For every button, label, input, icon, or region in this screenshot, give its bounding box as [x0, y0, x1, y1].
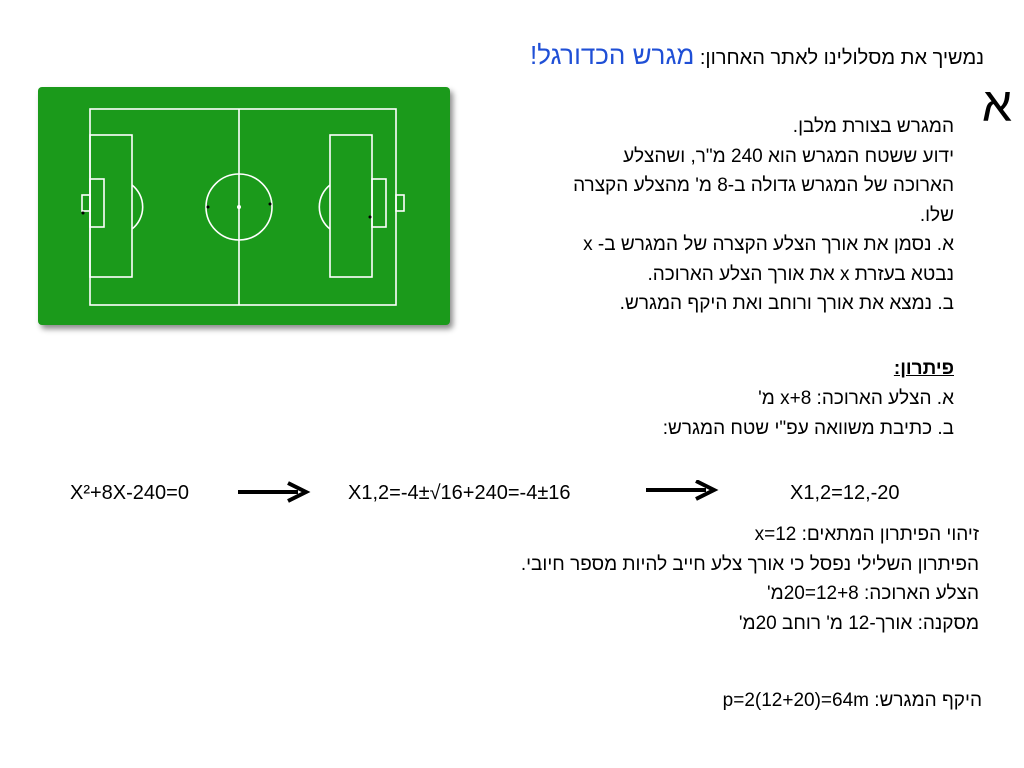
left-penalty-box — [89, 134, 133, 278]
right-penalty-arc — [318, 184, 331, 230]
left-goal — [81, 194, 91, 212]
player-dot — [81, 211, 85, 215]
right-goal — [395, 194, 405, 212]
solution-title: פיתרון: — [893, 358, 954, 379]
soccer-field-image — [38, 87, 450, 325]
center-spot — [237, 205, 241, 209]
right-goal-box — [371, 178, 387, 228]
problem-line: ב. נמצא את אורך ורוחב ואת היקף המגרש. — [619, 293, 954, 314]
conclusion-line: הפיתרון השלילי נפסל כי אורך צלע חייב להי… — [520, 553, 979, 575]
problem-line: נבטא בעזרת x את אורך הצלע הארוכה. — [647, 263, 954, 285]
problem-line: א. נסמן את אורך הצלע הקצרה של המגרש ב- x — [583, 234, 954, 255]
right-arrow-icon — [646, 480, 719, 501]
center-circle — [205, 173, 273, 241]
equation-roots: X1,2=12,-20 — [790, 482, 900, 504]
problem-text: המגרש בצורת מלבן. ידוע ששטח המגרש הוא 24… — [454, 112, 954, 319]
title-prefix: נמשיך את מסלולינו לאתר האחרון: — [699, 47, 984, 69]
left-penalty-arc — [131, 184, 144, 230]
page-title: נמשיך את מסלולינו לאתר האחרון: מגרש הכדו… — [530, 40, 984, 71]
player-dot — [268, 202, 272, 206]
field-outline — [89, 108, 397, 306]
equation-quadratic: X²+8X-240=0 — [70, 482, 189, 504]
title-highlight: מגרש הכדורגל! — [530, 40, 695, 70]
soccer-field-drawing — [81, 108, 405, 306]
conclusion-line: זיהוי הפיתרון המתאים: x=12 — [754, 524, 979, 545]
problem-line: הארוכה של המגרש גדולה ב-8 מ' מהצלע הקצרה — [573, 175, 954, 196]
solution-part-a: א. הצלע הארוכה: x+8 מ' — [758, 388, 954, 409]
conclusion-line: מסקנה: אורך-12 מ' רוחב 20מ' — [738, 612, 979, 634]
conclusion-text: זיהוי הפיתרון המתאים: x=12 הפיתרון השליל… — [339, 520, 979, 638]
right-arrow-icon — [238, 481, 311, 503]
perimeter-result: היקף המגרש: p=2(12+20)=64m — [722, 690, 982, 711]
player-dot — [206, 205, 210, 209]
conclusion-line: הצלע הארוכה: 12+8=20מ' — [767, 583, 979, 604]
problem-line: המגרש בצורת מלבן. — [792, 116, 954, 137]
equation-formula: X1,2=-4±√16+240=-4±16 — [348, 482, 571, 504]
right-penalty-box — [329, 134, 373, 278]
player-dot — [368, 215, 372, 219]
problem-line: שלו. — [919, 204, 954, 226]
problem-line: ידוע ששטח המגרש הוא 240 מ"ר, ושהצלע — [623, 145, 954, 167]
solution-part-b: ב. כתיבת משוואה עפ"י שטח המגרש: — [662, 418, 954, 439]
left-goal-box — [89, 178, 105, 228]
section-letter: א — [981, 79, 1012, 132]
